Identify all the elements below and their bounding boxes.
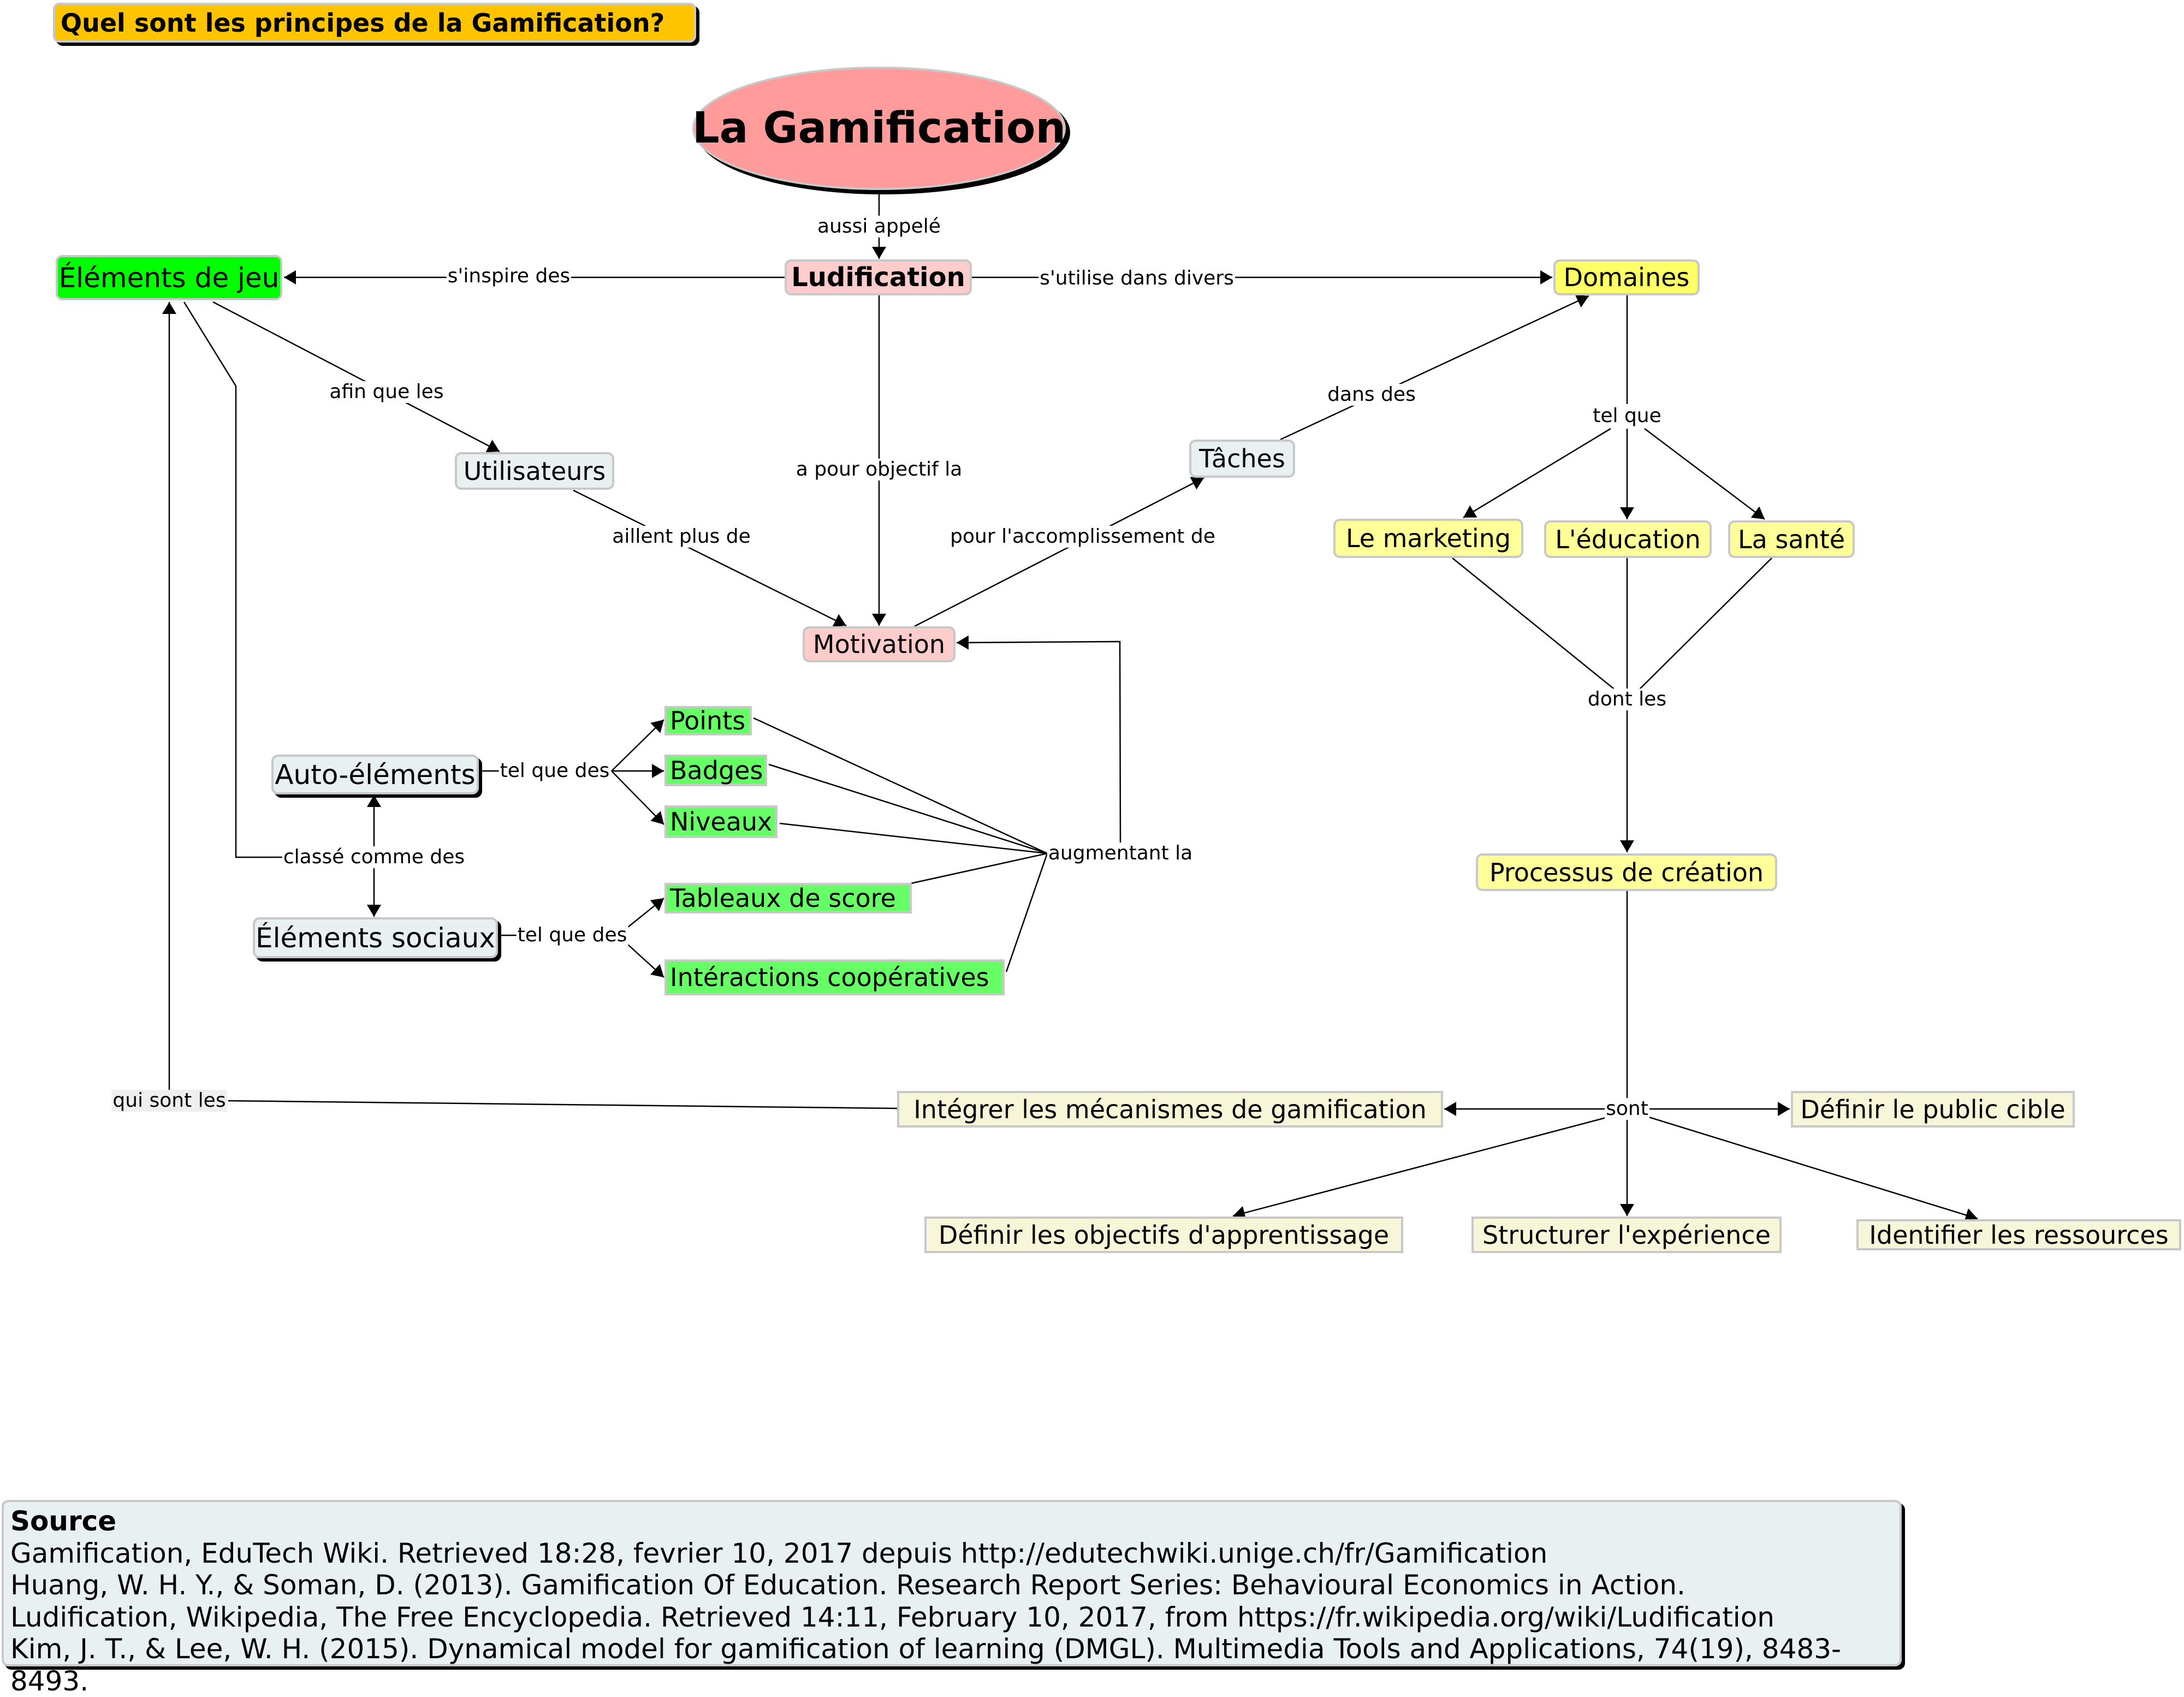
concept-auto-elements[interactable]: Auto-éléments xyxy=(271,755,479,794)
edge-telquedes-niveaux xyxy=(611,770,664,825)
edge-interactions-augmentant xyxy=(1005,853,1048,972)
link-s-utilise-dans-divers: s'utilise dans divers xyxy=(1038,267,1235,289)
edge-niveaux-augmentant xyxy=(779,822,1048,855)
edge-marketing-dontles xyxy=(1452,557,1617,691)
source-reference: Kim, J. T., & Lee, W. H. (2015). Dynamic… xyxy=(10,1633,1842,1697)
map-title: Quel sont les principes de la Gamificati… xyxy=(53,3,696,43)
edge-taches-domaines xyxy=(1280,294,1589,441)
concept-identifier-ressources[interactable]: Identifier les ressources xyxy=(1856,1219,2181,1250)
edge-augmentant-motivation xyxy=(956,635,1121,844)
concept-definir-objectifs[interactable]: Définir les objectifs d'apprentissage xyxy=(924,1217,1403,1253)
edge-points-augmentant xyxy=(753,717,1048,855)
link-dans-des: dans des xyxy=(1326,383,1417,406)
concept-utilisateurs[interactable]: Utilisateurs xyxy=(455,452,614,490)
concept-ludification[interactable]: Ludification xyxy=(785,259,972,295)
concept-motivation[interactable]: Motivation xyxy=(803,626,956,662)
concept-tableaux-de-score[interactable]: Tableaux de score xyxy=(664,883,912,913)
edge-telque-marketing xyxy=(1463,428,1611,519)
edge-motivation-taches xyxy=(914,477,1204,627)
edge-telquedes-interactions xyxy=(627,944,664,978)
concept-domaines[interactable]: Domaines xyxy=(1553,259,1700,295)
concept-le-marketing[interactable]: Le marketing xyxy=(1333,519,1523,558)
link-augmentant-la: augmentant la xyxy=(1047,842,1194,864)
source-reference: Gamification, EduTech Wiki. Retrieved 18… xyxy=(10,1537,1548,1569)
concept-processus-de-creation[interactable]: Processus de création xyxy=(1476,853,1777,891)
concept-interactions-cooperatives[interactable]: Intéractions coopératives xyxy=(664,959,1005,995)
link-qui-sont-les: qui sont les xyxy=(111,1089,227,1112)
concept-elements-sociaux[interactable]: Éléments sociaux xyxy=(253,917,498,958)
link-aussi-appele: aussi appelé xyxy=(816,215,942,238)
concept-definir-public-cible[interactable]: Définir le public cible xyxy=(1791,1091,2075,1128)
edge-utilisateurs-motivation xyxy=(573,489,847,627)
concept-l-education[interactable]: L'éducation xyxy=(1544,520,1712,558)
concept-taches[interactable]: Tâches xyxy=(1189,440,1295,478)
link-a-pour-objectif-la: a pour objectif la xyxy=(794,458,964,480)
edge-integrer-quisontles xyxy=(228,1100,898,1109)
edge-telquedes-points xyxy=(611,719,664,772)
link-sont: sont xyxy=(1605,1097,1649,1120)
link-tel-que: tel que xyxy=(1592,405,1663,427)
concept-badges[interactable]: Badges xyxy=(664,755,767,786)
edge-telquedes-tableaux xyxy=(627,898,664,928)
link-tel-que-des-auto: tel que des xyxy=(498,760,611,782)
edge-sont-ressources xyxy=(1648,1116,1978,1222)
edge-elements-utilisateurs xyxy=(212,301,500,453)
link-pour-l-accomplissement-de: pour l'accomplissement de xyxy=(949,525,1216,548)
link-tel-que-des-sociaux: tel que des xyxy=(516,924,628,946)
concept-integrer-mecanismes[interactable]: Intégrer les mécanismes de gamification xyxy=(897,1091,1443,1128)
edge-sont-objectifs xyxy=(1232,1116,1609,1220)
link-afin-que-les: afin que les xyxy=(328,381,445,403)
edge-badges-augmentant xyxy=(768,763,1048,855)
source-heading: Source xyxy=(10,1505,117,1537)
edge-tableaux-augmentant xyxy=(910,852,1048,885)
concept-la-gamification[interactable]: La Gamification xyxy=(692,67,1066,190)
source-reference: Huang, W. H. Y., & Soman, D. (2013). Gam… xyxy=(10,1569,1686,1601)
concept-niveaux[interactable]: Niveaux xyxy=(664,805,778,838)
edge-telque-sante xyxy=(1644,428,1765,520)
concept-structurer-experience[interactable]: Structurer l'expérience xyxy=(1471,1217,1782,1253)
concept-elements-de-jeu[interactable]: Éléments de jeu xyxy=(56,255,282,300)
edge-elements-classe xyxy=(183,301,284,858)
source-panel: Source Gamification, EduTech Wiki. Retri… xyxy=(2,1500,1902,1697)
link-s-inspire-des: s'inspire des xyxy=(446,265,572,287)
concept-la-sante[interactable]: La santé xyxy=(1728,520,1855,558)
link-dont-les: dont les xyxy=(1586,688,1668,710)
link-classe-comme-des: classé comme des xyxy=(282,846,466,868)
concept-points[interactable]: Points xyxy=(664,706,752,735)
edge-sante-dontles xyxy=(1637,557,1772,691)
link-aillent-plus-de: aillent plus de xyxy=(611,525,752,548)
source-reference: Ludification, Wikipedia, The Free Encycl… xyxy=(10,1601,1775,1633)
